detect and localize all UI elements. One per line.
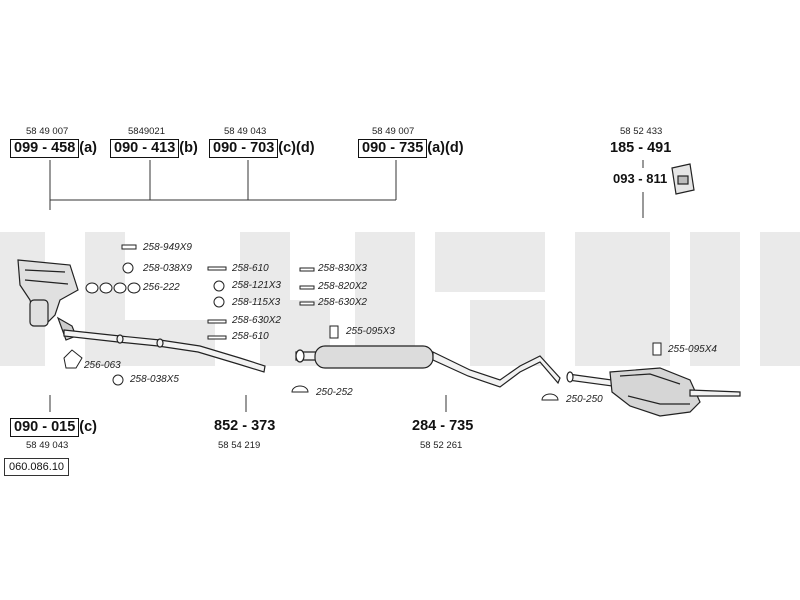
part-number-185-491[interactable]: 185 - 491 — [610, 140, 672, 156]
fitting-label[interactable]: 255-095X4 — [668, 344, 717, 355]
part-number-label: 090 - 015 — [10, 418, 80, 437]
fitting-label[interactable]: 250-250 — [566, 394, 603, 405]
stud-icon-2 — [207, 319, 227, 324]
rear-mount-bracket — [671, 163, 695, 195]
bolt-icon — [121, 244, 137, 250]
fitting-label[interactable]: 258-630X2 — [232, 315, 281, 326]
fitting-label[interactable]: 258-949X9 — [143, 242, 192, 253]
centre-silencer — [295, 345, 561, 388]
oem-number: 58 49 007 — [372, 126, 415, 137]
part-number-090-735[interactable]: 090 - 735(a)(d) — [358, 139, 464, 158]
oem-number: 5849021 — [128, 126, 165, 137]
rubber-hanger-icon-2 — [652, 342, 662, 356]
diagram-reference: 060.086.10 — [4, 458, 70, 476]
clamp-icon — [291, 385, 309, 393]
fitting-label[interactable]: 258-820X2 — [318, 281, 367, 292]
oem-number: 58 49 043 — [26, 440, 69, 451]
part-number-093-811[interactable]: 093 - 811 — [613, 171, 668, 186]
bolt-icon-3 — [299, 285, 315, 290]
fitting-label[interactable]: 258-610 — [232, 331, 269, 342]
fitting-label[interactable]: 256-222 — [143, 282, 180, 293]
part-number-label: 099 - 458 — [10, 139, 80, 158]
flange-gasket-icon — [63, 349, 83, 369]
ring-icon-2 — [213, 296, 225, 308]
nut-icon — [122, 262, 134, 274]
fitting-label[interactable]: 255-095X3 — [346, 326, 395, 337]
ring-icon — [213, 280, 225, 292]
fitting-label[interactable]: 258-121X3 — [232, 280, 281, 291]
oem-number: 58 49 007 — [26, 126, 69, 137]
oem-number: 58 54 219 — [218, 440, 261, 451]
variant-suffix: (a)(d) — [427, 140, 464, 156]
oem-number: 58 52 261 — [420, 440, 463, 451]
bracket-lines — [49, 160, 644, 412]
gaskets-icon — [85, 282, 141, 294]
rear-silencer — [566, 367, 741, 417]
variant-suffix: (a) — [79, 140, 98, 156]
watermark-logo — [0, 232, 800, 366]
front-pipe — [63, 329, 266, 373]
part-number-label: 090 - 703 — [209, 139, 279, 158]
oem-number: 58 49 043 — [224, 126, 267, 137]
clamp-icon-2 — [541, 393, 559, 401]
part-number-090-015[interactable]: 090 - 015(c) — [10, 418, 97, 437]
part-number-label: 090 - 413 — [110, 139, 180, 158]
variant-suffix: (b) — [179, 140, 198, 156]
fitting-label[interactable]: 258-630X2 — [318, 297, 367, 308]
bolt-icon-2 — [299, 267, 315, 272]
bolt-icon-4 — [299, 301, 315, 306]
manifold-catalyst — [17, 259, 79, 341]
fitting-label[interactable]: 258-038X5 — [130, 374, 179, 385]
fitting-label[interactable]: 258-610 — [232, 263, 269, 274]
part-number-label: 090 - 735 — [358, 139, 428, 158]
fitting-label[interactable]: 258-830X3 — [318, 263, 367, 274]
nut-icon-2 — [112, 374, 124, 386]
stud-icon-3 — [207, 335, 227, 340]
fitting-label[interactable]: 250-252 — [316, 387, 353, 398]
part-number-284-735[interactable]: 284 - 735 — [412, 418, 474, 434]
fitting-label[interactable]: 258-038X9 — [143, 263, 192, 274]
part-number-099-458[interactable]: 099 - 458(a) — [10, 139, 97, 158]
part-number-090-703[interactable]: 090 - 703(c)(d) — [209, 139, 315, 158]
rubber-hanger-icon — [329, 325, 339, 339]
part-number-090-413[interactable]: 090 - 413(b) — [110, 139, 198, 158]
fitting-label[interactable]: 258-115X3 — [232, 297, 281, 308]
variant-suffix: (c) — [79, 419, 98, 435]
stud-icon — [207, 266, 227, 271]
fitting-label[interactable]: 256-063 — [84, 360, 121, 371]
part-number-852-373[interactable]: 852 - 373 — [214, 418, 276, 434]
oem-number: 58 52 433 — [620, 126, 663, 137]
variant-suffix: (c)(d) — [278, 140, 315, 156]
